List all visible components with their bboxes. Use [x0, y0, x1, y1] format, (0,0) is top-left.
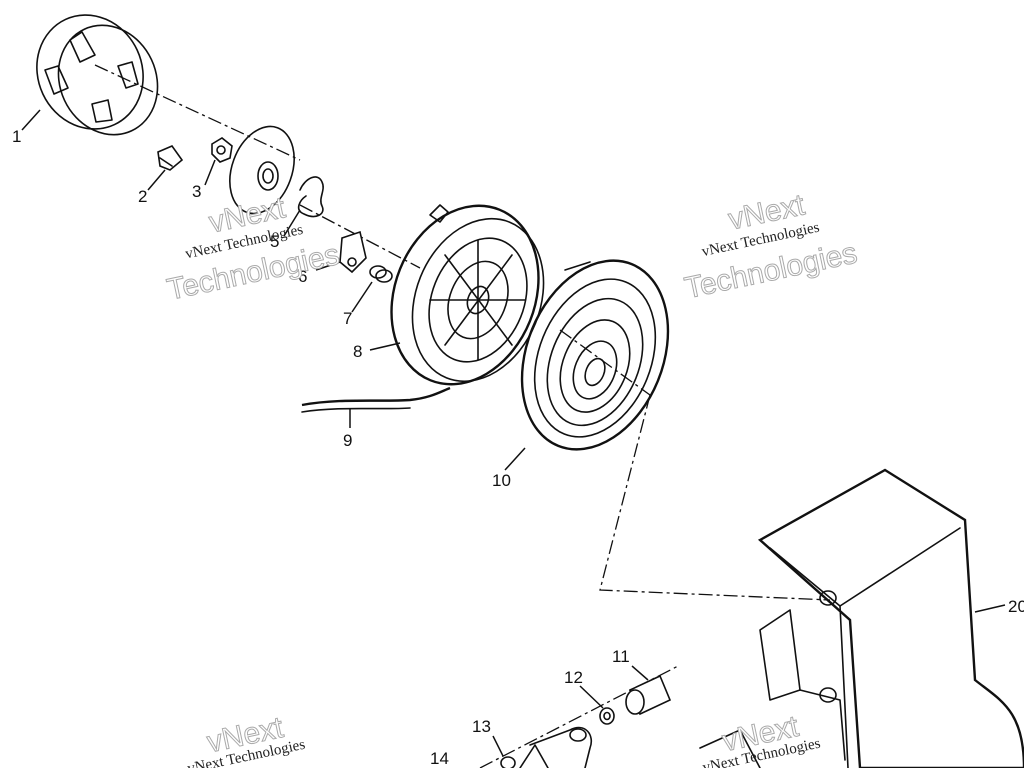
bushing: [625, 674, 672, 716]
pawl: [339, 230, 367, 274]
watermark-bottom-right: vNext vNext Technologies: [701, 709, 822, 768]
callout-3: 3: [192, 182, 201, 201]
spring-clip: [297, 176, 324, 218]
callout-7: 7: [343, 309, 352, 328]
starter-rope: [301, 386, 451, 413]
watermark-bottom-left: vNext vNext Technologies: [186, 710, 307, 768]
callout-12: 12: [564, 668, 583, 687]
watermark-top-left: vNext vNext Technologies Technologies: [164, 191, 343, 308]
callout-13: 13: [472, 717, 491, 736]
callout-9: 9: [343, 431, 352, 450]
callout-11: 11: [612, 647, 630, 666]
leader-lines: [21, 109, 1006, 757]
callout-5: 5: [270, 232, 279, 251]
callout-8: 8: [353, 342, 362, 361]
lever-bracket: [500, 726, 761, 768]
assembly-axis: [94, 64, 831, 768]
callout-10: 10: [492, 471, 511, 490]
recoil-housing: [757, 468, 1024, 768]
friction-plate: [229, 125, 295, 215]
starter-cup: [36, 14, 159, 136]
washer: [599, 707, 615, 725]
callout-1: 1: [12, 127, 21, 146]
pawl-spring: [369, 265, 393, 283]
callout-14: 14: [430, 749, 449, 768]
recoil-spring: [520, 259, 670, 451]
watermark-top-right: vNext vNext Technologies Technologies: [681, 188, 860, 306]
callout-6: 6: [298, 267, 307, 286]
callout-labels: 1 2 3 5 6 7 8 9 10 11 12 13 14 20: [12, 127, 1024, 768]
callout-20: 20: [1008, 597, 1024, 616]
bolt: [157, 145, 184, 171]
callout-2: 2: [138, 187, 147, 206]
rope-pulley: [390, 204, 545, 386]
nut: [211, 137, 233, 163]
